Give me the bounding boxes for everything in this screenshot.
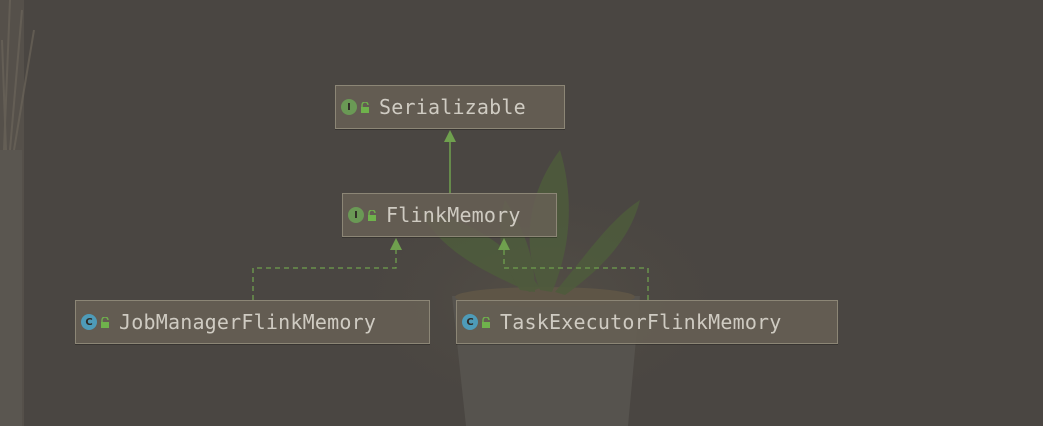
node-label: JobManagerFlinkMemory — [119, 310, 377, 334]
node-serializable[interactable]: I Serializable — [335, 85, 565, 129]
interface-icon: I — [341, 99, 357, 115]
node-flinkmemory[interactable]: I FlinkMemory — [342, 193, 557, 237]
extends-arrowhead — [444, 130, 456, 142]
implements-arrowhead-left — [390, 238, 402, 250]
class-icon: C — [462, 314, 478, 330]
node-label: FlinkMemory — [386, 203, 521, 227]
node-label: TaskExecutorFlinkMemory — [500, 310, 782, 334]
class-icon: C — [81, 314, 97, 330]
node-taskexecutorflinkmemory[interactable]: C TaskExecutorFlinkMemory — [456, 300, 838, 344]
public-access-lock-icon — [360, 100, 371, 113]
node-label: Serializable — [379, 95, 526, 119]
dry-grass-decoration — [1, 0, 35, 151]
public-access-lock-icon — [100, 315, 111, 328]
public-access-lock-icon — [481, 315, 492, 328]
implements-edge-taskexecutor-flinkmemory — [503, 250, 649, 300]
public-access-lock-icon — [367, 208, 378, 221]
implements-arrowhead-right — [498, 238, 510, 250]
node-jobmanagerflinkmemory[interactable]: C JobManagerFlinkMemory — [75, 300, 430, 344]
implements-edge-jobmanager-flinkmemory — [252, 250, 397, 300]
interface-icon: I — [348, 207, 364, 223]
